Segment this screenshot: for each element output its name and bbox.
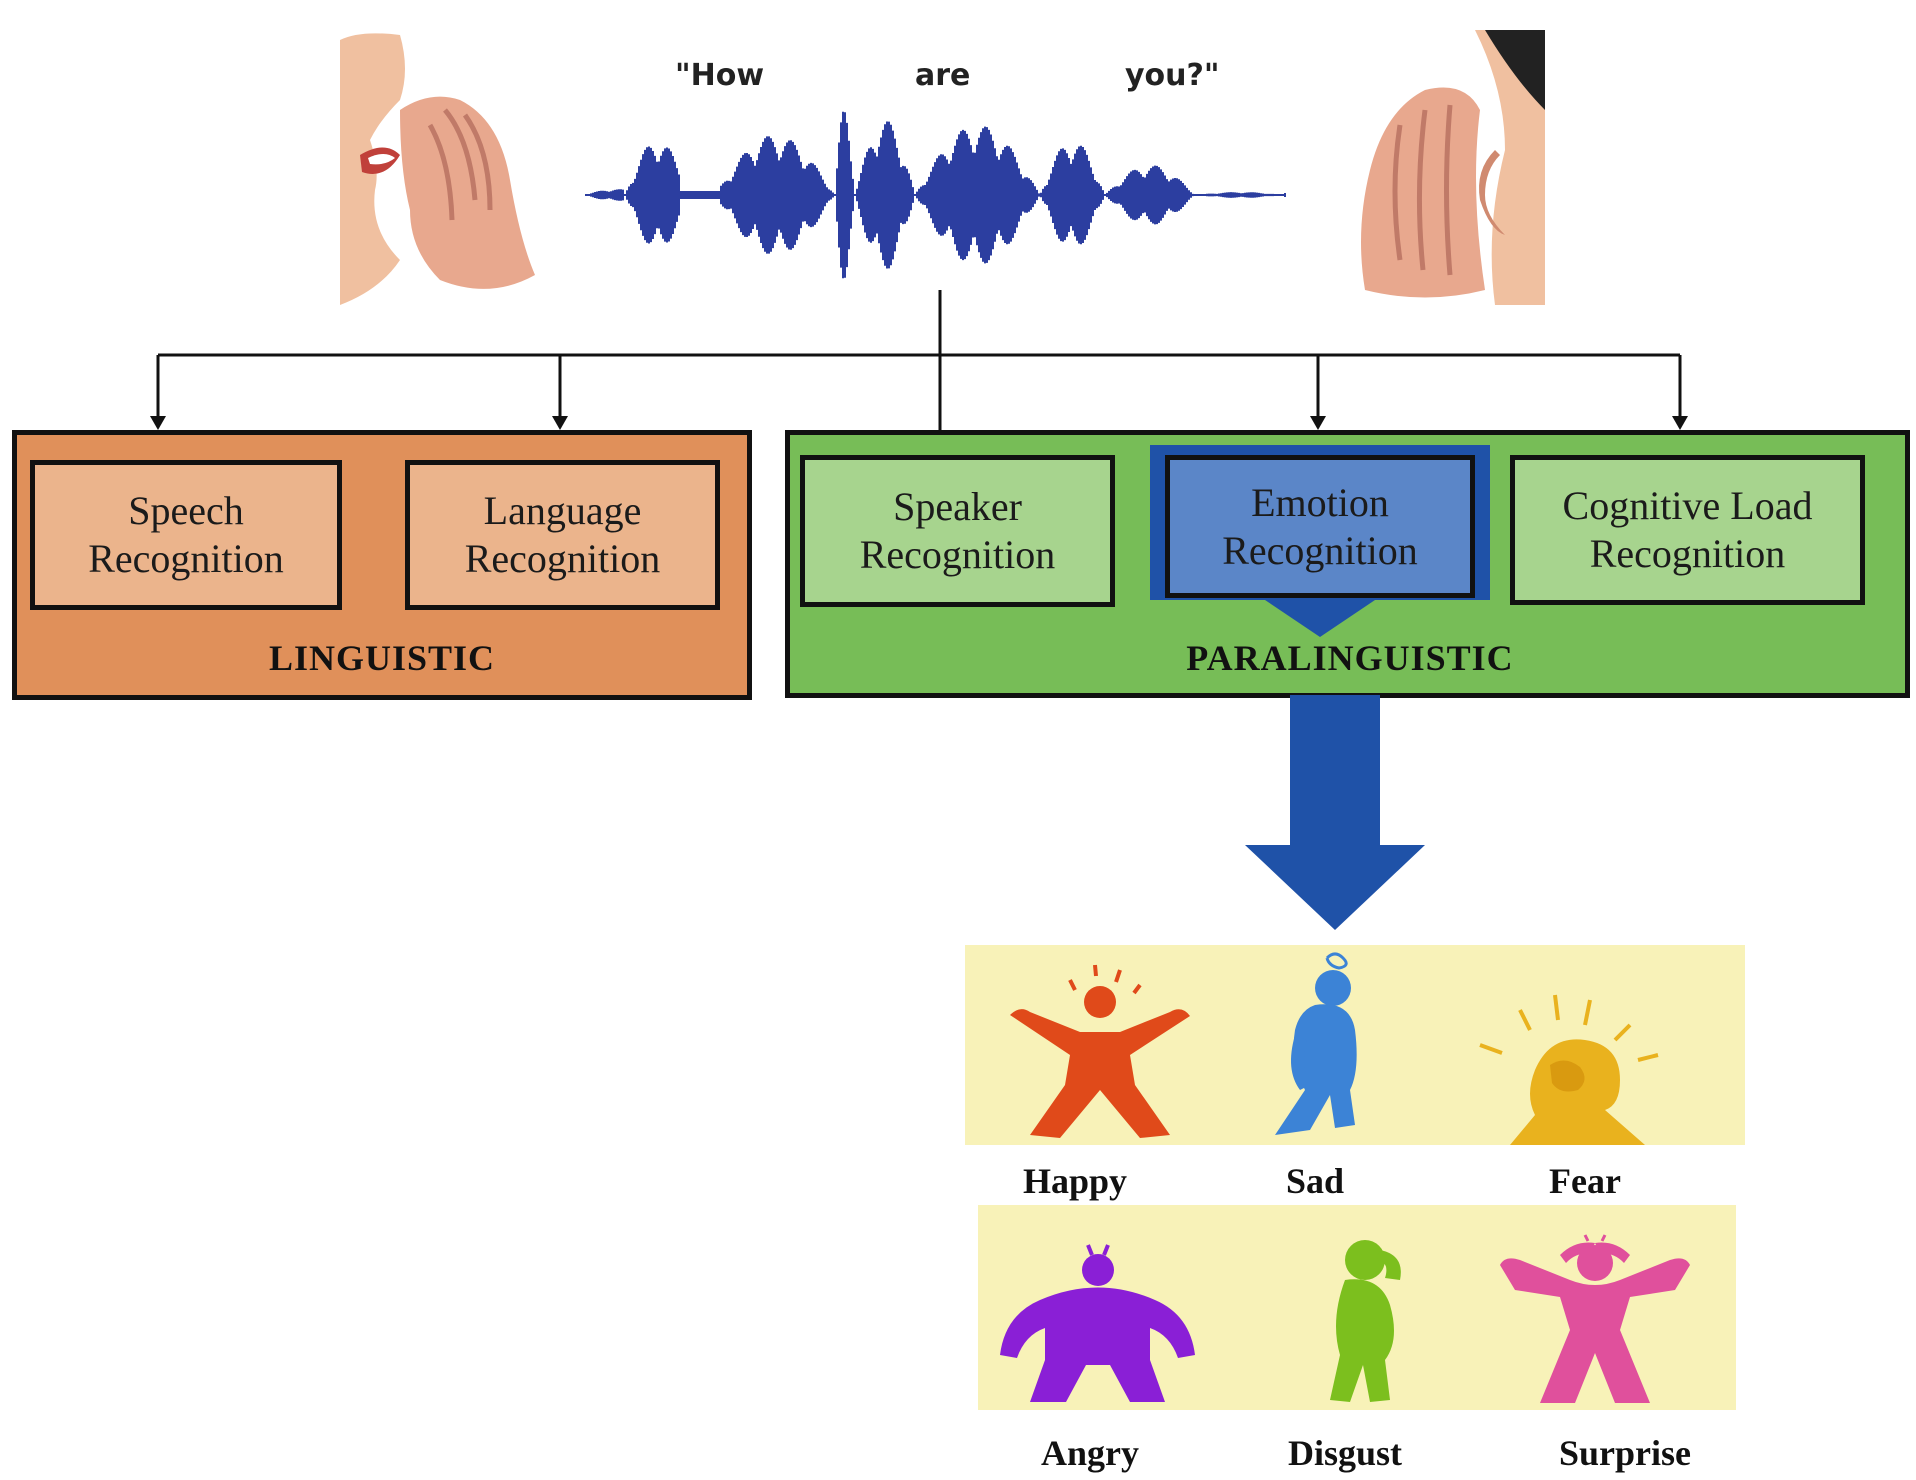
speech-word: are [915,58,971,93]
speaker-mouth-icon [340,33,535,305]
down-arrow-icon [1245,695,1425,930]
speech-word: "How [675,58,765,93]
speech-word: you?" [1125,58,1220,93]
box-label: Speaker Recognition [859,484,1056,577]
paralinguistic-title: PARALINGUISTIC [1186,638,1514,678]
language-recognition-box: Language Recognition [405,460,720,610]
surprise-figure-icon [1500,1234,1690,1403]
box-label: Cognitive Load Recognition [1562,483,1813,576]
speaker-recognition-box: Speaker Recognition [800,455,1115,607]
speech-recognition-box: Speech Recognition [30,460,342,610]
happy-figure-icon [1010,964,1190,1138]
emotion-recognition-box: Emotion Recognition [1165,455,1475,598]
box-label: Language Recognition [464,488,661,581]
emotion-label-sad: Sad [1285,1161,1345,1201]
speech-waveform [585,111,1286,279]
listener-ear-icon [1361,30,1545,305]
arrowhead-icon [1672,416,1688,430]
arrowhead-icon [1310,416,1326,430]
fear-figure-icon [1479,994,1659,1145]
disgust-figure-icon [1330,1240,1401,1402]
angry-figure-icon [1000,1244,1195,1402]
cognitive-load-recognition-box: Cognitive Load Recognition [1510,455,1865,605]
emotion-label-fear: Fear [1549,1161,1621,1201]
emotion-label-surprise: Surprise [1558,1433,1691,1473]
emotion-label-disgust: Disgust [1287,1433,1403,1473]
linguistic-title: LINGUISTIC [268,638,496,678]
box-label: Emotion Recognition [1222,479,1418,573]
emotion-label-angry: Angry [1041,1433,1139,1473]
emotion-label-happy: Happy [1022,1161,1128,1201]
box-label: Speech Recognition [88,488,284,581]
sad-figure-icon [1275,952,1357,1135]
arrowhead-icon [150,416,166,430]
connector-lines [150,290,1688,450]
arrowhead-icon [552,416,568,430]
